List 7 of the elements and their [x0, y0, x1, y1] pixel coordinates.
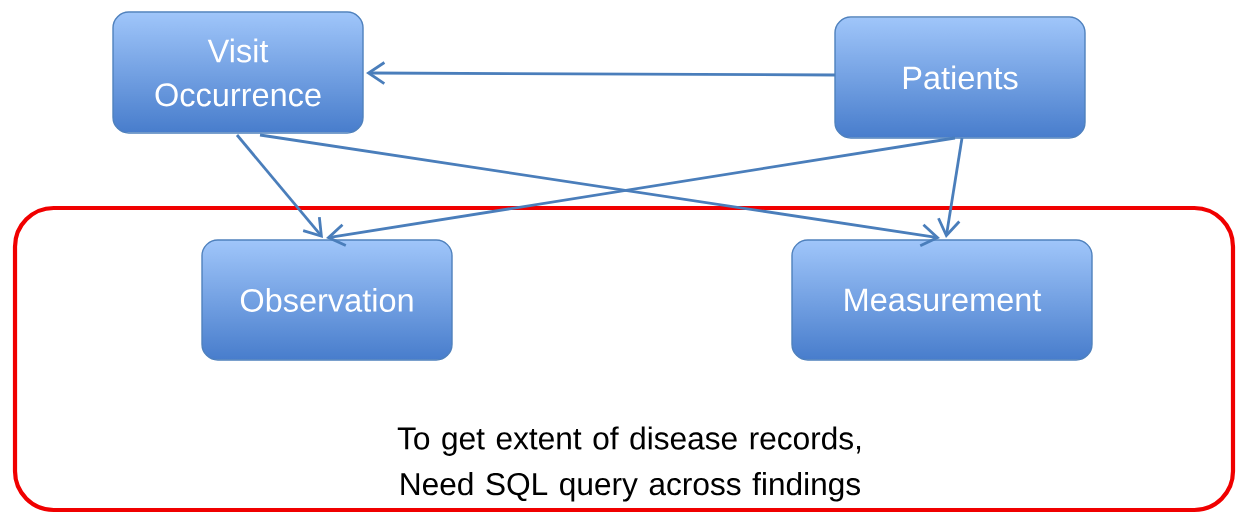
- process-box: Measurement: [791, 239, 1093, 361]
- process-box: Observation: [201, 239, 453, 361]
- process-box: Visit Occurrence: [112, 11, 364, 134]
- arrow: [937, 137, 964, 238]
- arrow: [235, 134, 323, 238]
- process-box: Patients: [834, 16, 1086, 139]
- arrow: [366, 61, 835, 85]
